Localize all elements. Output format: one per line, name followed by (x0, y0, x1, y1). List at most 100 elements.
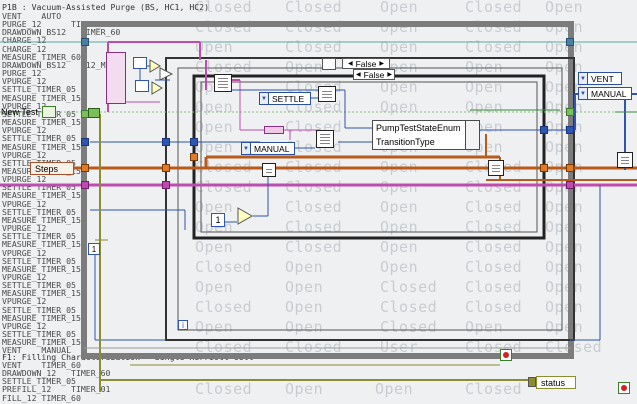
cluster-constant (264, 126, 284, 134)
sequence-top-line: SETTLE_TIMER_05 (2, 329, 76, 340)
background-state-word: Open (465, 58, 504, 76)
loop-iteration-terminal: i (178, 320, 188, 330)
status-terminal-arrow (528, 377, 536, 387)
sequence-top-line: VENT MANUAL (2, 345, 72, 356)
background-state-word: Closed (465, 198, 523, 216)
tunnel-inner-left-1 (190, 138, 198, 146)
background-state-word: Open (195, 118, 234, 136)
sequence-top-line: MEASURE_TIMER_15 (2, 337, 81, 348)
sequence-top-line: SETTLE_TIMER_05 (2, 304, 76, 315)
sequence-top-line: DRAWDOWN_BS12 TIMER_60 (2, 27, 121, 38)
background-state-word: Open (195, 238, 234, 256)
background-state-word: Open (380, 0, 419, 16)
sequence-top-line: MEASURE_TIMER_15 (2, 117, 81, 128)
steps-control[interactable]: Steps (30, 162, 74, 175)
tunnel-right-1 (566, 38, 574, 46)
sequence-top-line: MEASURE_TIMER_15 (2, 141, 81, 152)
tunnel-right-2 (566, 108, 574, 116)
sequence-bottom-line: PREFILL_12 TIMER_01 (2, 384, 111, 395)
tunnel-case-left-3 (162, 181, 170, 189)
background-state-word: Open (380, 198, 419, 216)
tunnel-left-4 (81, 164, 89, 172)
sequence-top-line: SETTLE_TIMER_05 (2, 84, 76, 95)
sequence-top-line: VPURGE_12 (2, 320, 47, 331)
sequence-bottom-line: VENT TIMER_60 (2, 360, 81, 370)
background-state-word: Open (285, 298, 324, 316)
background-state-word: Closed (465, 278, 523, 296)
sequence-top-line: SETTLE TIMER_05 (2, 108, 76, 119)
case-selector-inner[interactable]: ◀False▶ (353, 69, 395, 80)
background-state-word: Closed (465, 258, 523, 276)
sequence-title-top: P1B : Vacuum-Assisted Purge (BS, HC1, HC… (2, 2, 210, 12)
sequence-top-line: MEASURE_TIMER_15 (2, 239, 81, 250)
sequence-top-line: VPURGE_12 (2, 247, 47, 258)
background-state-word: Open (380, 238, 419, 256)
background-state-word: Open (285, 278, 324, 296)
background-overlay-word: Open (375, 380, 414, 398)
stop-button-terminal[interactable] (618, 382, 630, 394)
background-state-word: Closed (285, 198, 343, 216)
while-loop-frame (81, 21, 574, 359)
case-selector-terminal (322, 58, 336, 70)
sequence-top-line: SETTLE_TIMER_05 (2, 206, 76, 217)
subvi-1[interactable] (214, 74, 232, 92)
subvi-6[interactable] (617, 152, 633, 168)
background-state-word: Closed (465, 238, 523, 256)
status-indicator[interactable]: status (536, 376, 576, 389)
tunnel-left-5 (81, 181, 89, 189)
tunnel-right-5 (566, 181, 574, 189)
sequence-bottom-line: FILL_12 TIMER_60 (2, 392, 81, 403)
case-structure-outer (165, 57, 575, 341)
tunnel-left-1 (81, 38, 89, 46)
case-structure-outer-inner-edge (177, 67, 563, 331)
background-state-word: Closed (285, 0, 343, 16)
background-state-word: Closed (195, 258, 253, 276)
vent-enum-constant[interactable]: ▼VENT (578, 72, 622, 85)
sequence-top-line: DRAWDOWN_BS12 P12_M (2, 59, 106, 70)
sequence-top-line: CHARGE_12 (2, 43, 47, 54)
background-state-word: Open (380, 258, 419, 276)
background-state-word: Closed (380, 298, 438, 316)
background-state-word: Closed (465, 178, 523, 196)
sequence-top-line: VPURGE_12 (2, 174, 47, 185)
tunnel-case-left-1 (162, 138, 170, 146)
settle-enum-constant[interactable]: ▼SETTLE (259, 92, 311, 105)
sequence-top-line: MEASURE_TIMER_15 (2, 288, 81, 299)
background-state-word: Closed (195, 178, 253, 196)
manual-enum-constant[interactable]: ▼MANUAL (241, 142, 295, 155)
background-state-word: User (380, 338, 419, 356)
subvi-4[interactable] (262, 163, 276, 177)
background-state-word: Open (285, 258, 324, 276)
sequence-top-line: MEASURE_TIMER_60 (2, 51, 81, 62)
sequence-top-line: MEASURE TIMER_15 (2, 92, 81, 103)
tunnel-case-left-2 (162, 164, 170, 172)
background-state-word: Open (285, 318, 324, 336)
sequence-top-line: VPURGE_12 (2, 100, 47, 111)
background-state-word: Open (195, 198, 234, 216)
manual-enum-constant-right[interactable]: ▼MANUAL (578, 87, 632, 100)
case-selector-outer[interactable]: ◀False▶ (342, 58, 390, 69)
sequence-top-line: VENT AUTO (2, 11, 62, 21)
background-state-word: Open (285, 58, 324, 76)
background-overlay-word: Closed (465, 380, 523, 398)
sequence-top-line: MEASURE_TIMER_15 (2, 190, 81, 201)
sequence-top-line: VPURGE_12 (2, 149, 47, 160)
sequence-top-line: VPURGE_12 (2, 198, 47, 209)
sequence-top-line: SETTLE_TIMER_05 (2, 133, 76, 144)
background-state-word: Closed (380, 278, 438, 296)
stop-terminal[interactable] (500, 349, 512, 361)
tunnel-right-4 (566, 164, 574, 172)
sequence-top-line: VPURGE_12 (2, 223, 47, 234)
subvi-2[interactable] (318, 86, 336, 102)
subvi-3[interactable] (316, 130, 334, 148)
bundle-by-name[interactable]: PumpTestStateEnum TransitionType (372, 120, 480, 150)
new-test-terminal[interactable] (42, 106, 56, 118)
tunnel-right-3 (566, 126, 574, 134)
subvi-5[interactable] (488, 160, 504, 176)
sequence-top-line: SETTLE_TIMER_05 (2, 255, 76, 266)
tunnel-inner-left-2 (190, 153, 198, 161)
sequence-top-line: CHARGE_12 (2, 35, 47, 46)
sequence-bottom-line: DRAWDOWN_12 TIMER_60 (2, 368, 111, 379)
boolean-constant (88, 108, 100, 118)
